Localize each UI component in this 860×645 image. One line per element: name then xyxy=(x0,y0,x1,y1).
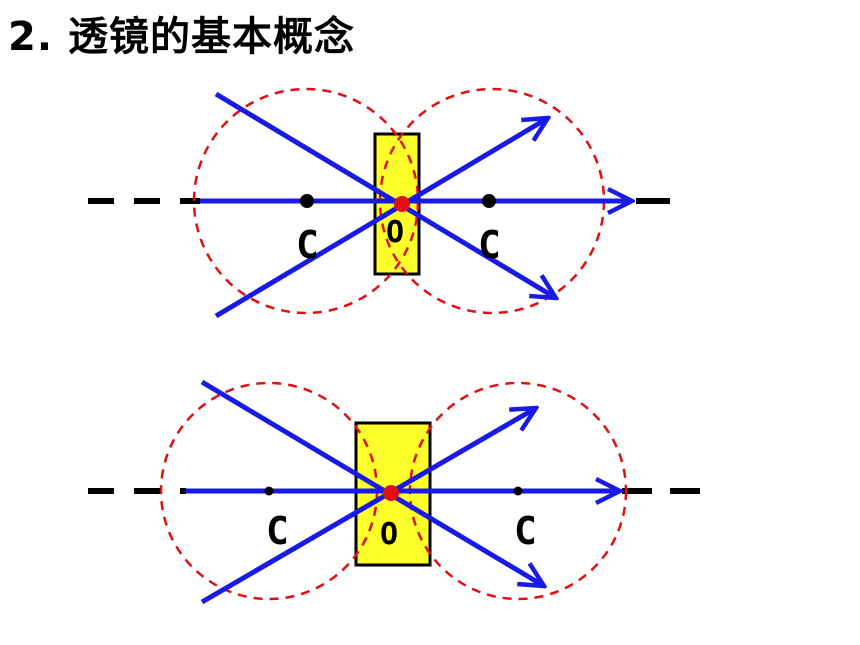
bottom-diagram: C O C xyxy=(88,379,712,605)
bottom-ray-ascending xyxy=(200,408,536,605)
top-diagram: C O C xyxy=(88,87,670,319)
top-ray-ascending xyxy=(214,118,548,319)
top-label-left: C xyxy=(296,223,319,267)
top-optical-center-dot xyxy=(394,196,410,212)
top-focal-dot-left xyxy=(300,194,314,208)
page-title: 2. 透镜的基本概念 xyxy=(8,14,355,60)
bottom-focal-dot-left xyxy=(264,486,274,496)
bottom-label-right: C xyxy=(514,509,537,553)
top-focal-dot-right xyxy=(482,194,496,208)
bottom-focal-dot-right xyxy=(513,486,523,496)
bottom-label-left: C xyxy=(266,509,289,553)
bottom-optical-center-dot xyxy=(383,485,399,501)
top-ray-descending xyxy=(214,91,556,298)
top-label-center: O xyxy=(386,215,404,250)
bottom-ray-descending xyxy=(200,379,544,586)
bottom-label-center: O xyxy=(380,517,398,552)
top-label-right: C xyxy=(478,223,501,267)
